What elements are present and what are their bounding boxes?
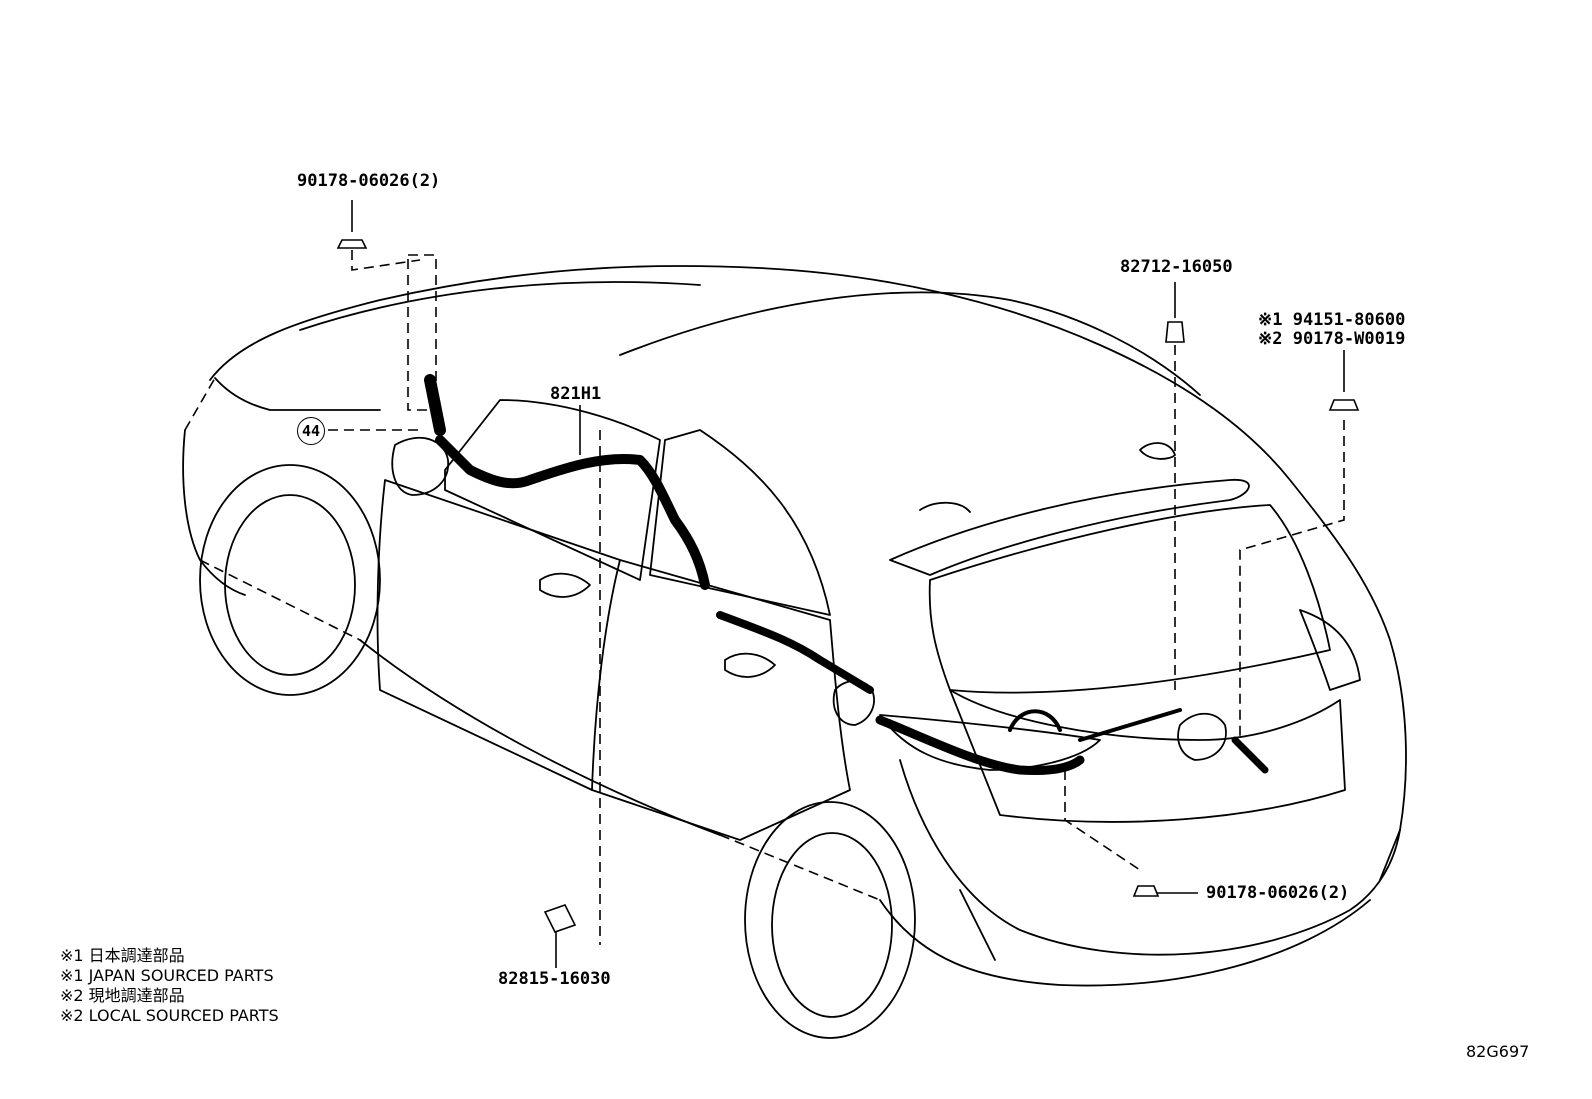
part-label-connector-top: 82712-16050: [1120, 257, 1233, 277]
car-body-outline: [209, 265, 1407, 881]
leader-nut-bottom: [1064, 770, 1141, 871]
rear-glass: [928, 504, 1331, 694]
roof-rail: [919, 501, 971, 513]
reflector: [959, 889, 996, 961]
callout-ref-44: 44: [297, 417, 325, 445]
clamp-icon: [543, 904, 577, 933]
front-bumper-side: [182, 429, 246, 596]
harness-gate: [1078, 708, 1182, 742]
tail-lamp-right: [1299, 609, 1361, 691]
pillar-bracket-outline: [407, 254, 437, 411]
tailgate: [949, 689, 1346, 823]
rear-window: [649, 429, 831, 616]
rear-handle: [724, 652, 776, 678]
roof-antenna: [1139, 442, 1176, 460]
note-line: ※2 現地調達部品: [60, 986, 185, 1005]
rear-bumper: [899, 759, 1401, 956]
front-door: [376, 479, 621, 791]
roof-line: [619, 291, 1201, 396]
part-label-clip-right-2: ※2 90178-W0019: [1258, 329, 1406, 349]
part-label-clamp-bottom: 82815-16030: [498, 969, 611, 989]
windshield-top: [299, 281, 701, 331]
harness-tail: [875, 715, 1085, 775]
rear-wheel: [744, 801, 916, 1039]
rear-wheel-inner: [771, 832, 893, 1018]
part-label-wire-harness: 821H1: [550, 384, 602, 404]
harness-main: [435, 435, 710, 590]
harness-loop: [1008, 709, 1062, 732]
bumper-lower: [879, 899, 1371, 987]
note-line: ※1 日本調達部品: [60, 946, 185, 965]
clip-icon: [1328, 399, 1360, 411]
sourcing-notes: ※1 日本調達部品 ※1 JAPAN SOURCED PARTS ※2 現地調達…: [60, 946, 279, 1026]
part-label-clip-right-1: ※1 94151-80600: [1258, 310, 1406, 330]
tail-lamp-left: [879, 714, 1101, 771]
connector-icon: [1165, 321, 1185, 343]
note-line: ※2 LOCAL SOURCED PARTS: [60, 1006, 279, 1025]
leader-clip-right: [1239, 420, 1345, 740]
rear-emblem: [1177, 712, 1227, 761]
hood-line: [214, 377, 381, 411]
front-wheel-inner: [224, 494, 356, 676]
leader-nut-top-left: [351, 250, 421, 271]
car-dashed-hidden: [184, 377, 881, 901]
nut-icon: [336, 239, 368, 249]
front-window: [444, 399, 661, 581]
harness-rear: [716, 611, 874, 694]
note-line: ※1 JAPAN SOURCED PARTS: [60, 966, 274, 985]
part-label-nut-bottom-right: 90178-06026(2): [1206, 883, 1350, 903]
diagram-code: 82G697: [1466, 1042, 1530, 1061]
harness-right: [1231, 736, 1269, 774]
rear-spoiler: [889, 479, 1250, 576]
rear-door: [591, 559, 851, 841]
front-handle: [539, 572, 591, 598]
front-wheel: [199, 464, 381, 696]
harness-pillar: [424, 374, 446, 436]
part-label-nut-top-left: 90178-06026(2): [297, 171, 441, 191]
mirror: [391, 436, 449, 496]
rocker-panel: [359, 639, 721, 836]
nut-bottom-icon: [1132, 885, 1160, 897]
